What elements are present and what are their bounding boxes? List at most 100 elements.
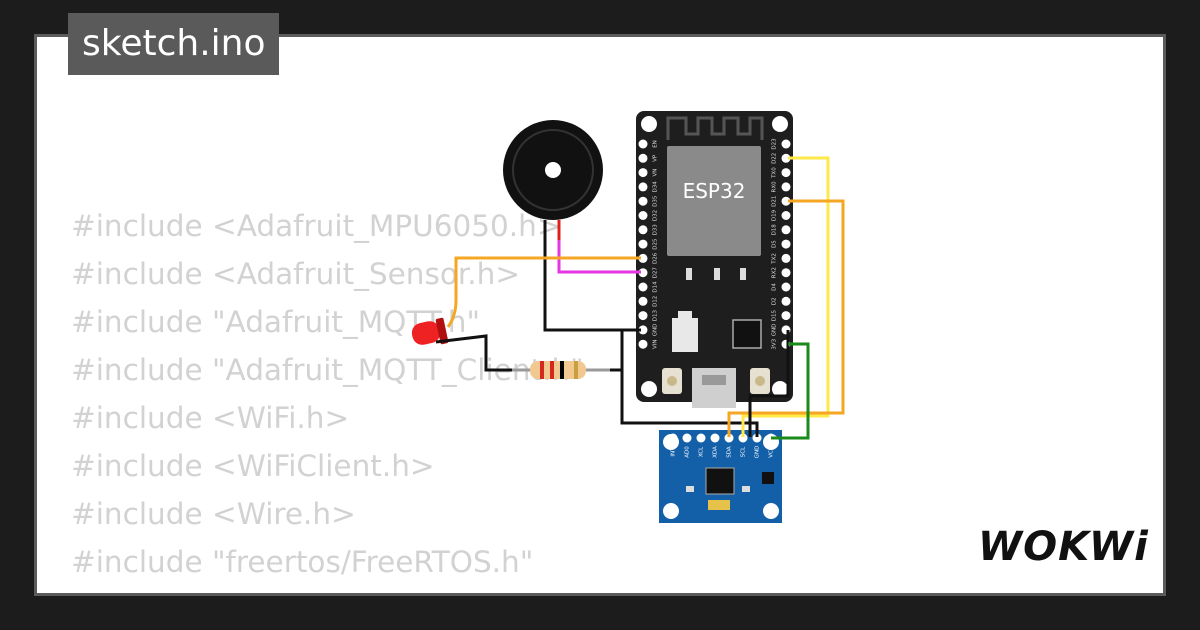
pin-label: D12 bbox=[653, 296, 659, 307]
pin-hole[interactable] bbox=[781, 182, 791, 192]
pin-label: AD0 bbox=[685, 446, 691, 458]
pin-hole[interactable] bbox=[668, 433, 678, 443]
pin-label: D23 bbox=[772, 138, 778, 150]
pin-hole[interactable] bbox=[781, 282, 791, 292]
pin-label: D21 bbox=[772, 196, 778, 207]
buzzer[interactable] bbox=[503, 120, 603, 220]
wire-resistor-gnd bbox=[610, 328, 641, 372]
wires bbox=[435, 156, 845, 440]
pin-hole[interactable] bbox=[638, 239, 648, 249]
pin-label: D4 bbox=[772, 283, 778, 291]
pin-hole[interactable] bbox=[638, 339, 648, 349]
pin-hole[interactable] bbox=[781, 139, 791, 149]
pin-label: SCL bbox=[741, 446, 747, 457]
esp32-left-pin-holes[interactable] bbox=[638, 139, 648, 349]
pin-label: GND bbox=[772, 324, 778, 337]
pin-hole[interactable] bbox=[638, 311, 648, 321]
pin-hole[interactable] bbox=[638, 268, 648, 278]
code-line: #include <Adafruit_Sensor.h> bbox=[71, 257, 521, 291]
pin-label: RX2 bbox=[772, 267, 778, 278]
wire-right-gnd bbox=[748, 330, 790, 437]
pin-hole[interactable] bbox=[724, 433, 734, 443]
pin-label: D5 bbox=[772, 240, 778, 248]
file-tab-sketch-ino[interactable]: sketch.ino bbox=[68, 13, 280, 75]
esp32-chip-label: ESP32 bbox=[683, 179, 746, 203]
pin-label: D25 bbox=[653, 238, 659, 250]
code-line: #include <WiFi.h> bbox=[71, 401, 350, 435]
pin-label: VP bbox=[653, 154, 659, 162]
code-line: #include <Adafruit_MPU6050.h> bbox=[71, 209, 562, 243]
pin-hole[interactable] bbox=[638, 325, 648, 335]
wire-led-cathode bbox=[435, 334, 512, 372]
code-line: #include <Wire.h> bbox=[71, 497, 356, 531]
pin-hole[interactable] bbox=[638, 296, 648, 306]
pin-hole[interactable] bbox=[738, 433, 748, 443]
pin-label: GND bbox=[755, 446, 761, 459]
pin-hole[interactable] bbox=[710, 433, 720, 443]
pin-label: VIN bbox=[653, 339, 659, 349]
pin-hole[interactable] bbox=[781, 311, 791, 321]
pin-label: RX0 bbox=[772, 181, 778, 193]
pin-hole[interactable] bbox=[638, 253, 648, 263]
pin-hole[interactable] bbox=[781, 268, 791, 278]
esp32-left-pin-labels: ENVPVND34D35D32D33D25D26D27D14D12D13GNDV… bbox=[653, 140, 659, 349]
wire-buzzer-signal bbox=[557, 220, 641, 274]
pin-hole[interactable] bbox=[781, 239, 791, 249]
pin-hole[interactable] bbox=[752, 433, 762, 443]
pin-label: XCL bbox=[699, 446, 705, 457]
pin-label: D32 bbox=[653, 210, 659, 221]
wire-sda bbox=[727, 199, 845, 437]
pin-hole[interactable] bbox=[638, 211, 648, 220]
pin-label: D35 bbox=[653, 195, 659, 207]
esp32-board[interactable]: ESP32 ENVPVND34D35D32D33D25D26D27D14D12D… bbox=[636, 111, 793, 408]
pin-hole[interactable] bbox=[638, 139, 648, 149]
pin-label: D15 bbox=[772, 309, 778, 321]
pin-hole[interactable] bbox=[638, 182, 648, 192]
pin-hole[interactable] bbox=[638, 168, 648, 178]
pin-hole[interactable] bbox=[781, 211, 791, 220]
pin-label: TX2 bbox=[772, 253, 778, 265]
pin-label: D18 bbox=[772, 224, 778, 236]
pin-hole[interactable] bbox=[781, 168, 791, 178]
pin-label: D26 bbox=[653, 252, 659, 264]
wire-led-anode bbox=[446, 256, 641, 328]
pin-hole[interactable] bbox=[638, 196, 648, 206]
red-led[interactable] bbox=[410, 317, 449, 346]
pin-hole[interactable] bbox=[638, 225, 648, 235]
esp32-right-pin-labels: D23D22TX0RX0D21D19D18D5TX2RX2D4D2D15GND3… bbox=[772, 138, 778, 350]
pin-label: D13 bbox=[653, 309, 659, 321]
pin-label: D27 bbox=[653, 267, 659, 279]
pin-hole[interactable] bbox=[638, 282, 648, 292]
pin-label: D34 bbox=[653, 181, 659, 193]
wokwi-logo: WOKWi bbox=[978, 524, 1149, 570]
code-line: #include "freertos/FreeRTOS.h" bbox=[71, 545, 534, 579]
pin-hole[interactable] bbox=[781, 296, 791, 306]
pin-hole[interactable] bbox=[781, 253, 791, 263]
pin-label: D22 bbox=[772, 153, 778, 164]
pin-hole[interactable] bbox=[682, 433, 692, 443]
pin-label: D2 bbox=[772, 297, 778, 305]
pin-label: SDA bbox=[727, 446, 733, 458]
esp32-right-pin-holes[interactable] bbox=[781, 139, 791, 349]
pin-hole[interactable] bbox=[696, 433, 706, 443]
pin-label: D14 bbox=[653, 281, 659, 293]
pin-label: VN bbox=[653, 169, 659, 177]
wire-vcc bbox=[771, 342, 810, 440]
pin-hole[interactable] bbox=[781, 225, 791, 235]
pin-label: 3V3 bbox=[772, 338, 778, 349]
pin-hole[interactable] bbox=[781, 196, 791, 206]
code-line: #include <WiFiClient.h> bbox=[71, 449, 435, 483]
code-preview: #include <Adafruit_MPU6050.h> #include <… bbox=[71, 202, 584, 593]
pin-hole[interactable] bbox=[781, 153, 791, 163]
resistor[interactable] bbox=[512, 361, 610, 379]
pin-label: INT bbox=[671, 447, 677, 457]
pin-label: D19 bbox=[772, 209, 778, 221]
pin-label: EN bbox=[653, 140, 659, 148]
pin-label: XDA bbox=[713, 446, 719, 458]
pin-hole[interactable] bbox=[638, 153, 648, 163]
simulation-canvas[interactable]: #include <Adafruit_MPU6050.h> #include <… bbox=[34, 34, 1166, 596]
pin-label: GND bbox=[653, 324, 659, 337]
